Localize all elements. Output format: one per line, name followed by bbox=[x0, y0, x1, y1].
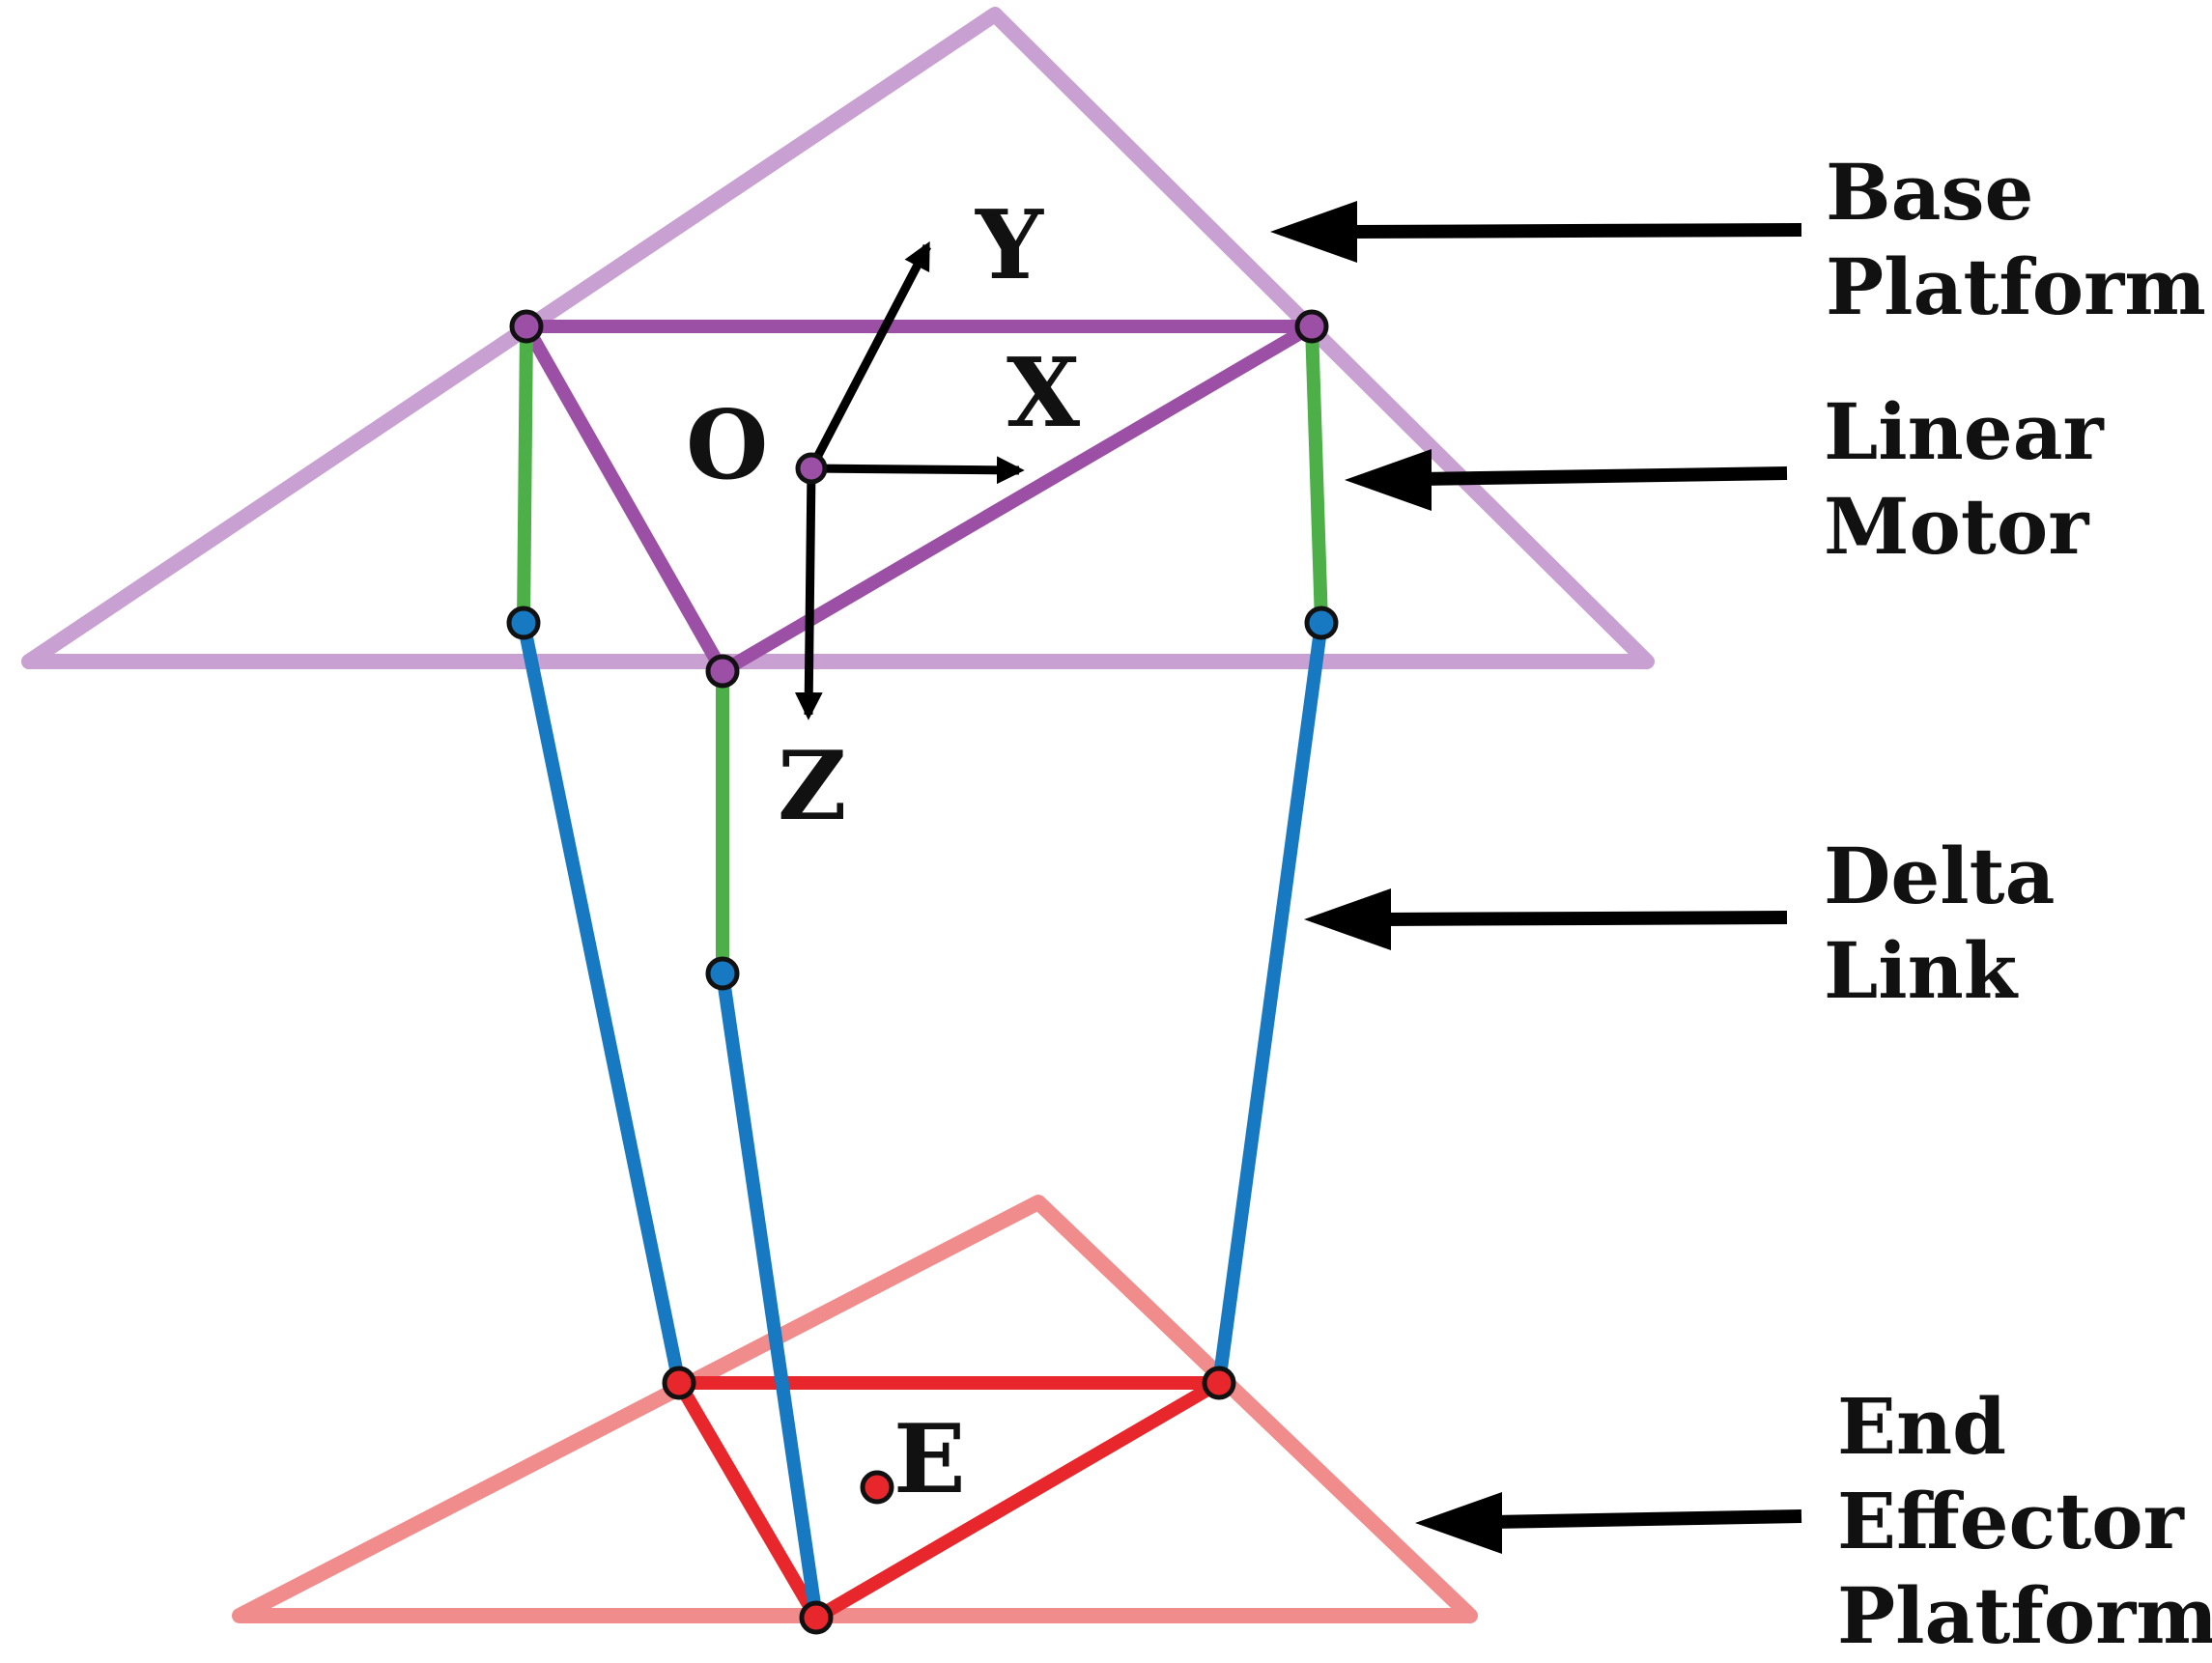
motor-joint-left bbox=[506, 606, 541, 640]
base-joint-right bbox=[1294, 309, 1329, 344]
end-effector-inner-triangle bbox=[672, 1376, 1226, 1624]
z-axis-arrow bbox=[794, 467, 823, 720]
linear-motor-arrow bbox=[1419, 466, 1788, 486]
linear-motor-callout-line-1: Linear bbox=[1824, 386, 2104, 477]
delta-link-left bbox=[517, 621, 686, 1385]
axis-label-y: Y bbox=[976, 190, 1043, 301]
delta-link-callout-line-2: Link bbox=[1824, 925, 2018, 1016]
end-effector-platform-callout: End Effector Platform bbox=[1837, 1379, 2212, 1663]
linear-motor-callout-line-2: Motor bbox=[1824, 481, 2089, 572]
base-platform-outer-triangle bbox=[21, 7, 1655, 669]
delta-link-arrowhead bbox=[1304, 888, 1391, 950]
motor-joint-right bbox=[1304, 606, 1339, 640]
base-joint-left bbox=[509, 309, 544, 344]
delta-link-callout-line-1: Delta bbox=[1824, 831, 2056, 921]
linear-motor-arrowhead bbox=[1345, 449, 1432, 511]
end-effector-platform-callout-line-3: Platform bbox=[1837, 1570, 2212, 1661]
end-joint-left bbox=[662, 1366, 696, 1400]
y-axis-arrow bbox=[808, 240, 931, 471]
end-effector-point bbox=[860, 1470, 894, 1505]
base-platform-inner-triangle bbox=[520, 320, 1319, 678]
end-effector-platform-arrow bbox=[1491, 1509, 1802, 1529]
motor-joint-front bbox=[705, 956, 740, 991]
end-effector-platform-callout-line-2: Effector bbox=[1837, 1476, 2184, 1566]
axis-label-origin: O bbox=[686, 390, 769, 501]
base-platform-callout-line-1: Base bbox=[1826, 147, 2034, 238]
x-axis-arrow bbox=[810, 456, 1025, 485]
delta-link-arrow bbox=[1380, 911, 1788, 926]
delta-link-front bbox=[716, 972, 823, 1620]
base-platform-callout: Base Platform bbox=[1826, 145, 2206, 334]
linear-motor-left bbox=[517, 325, 533, 624]
end-effector-point-label: E bbox=[893, 1404, 966, 1515]
axis-label-z: Z bbox=[778, 731, 847, 842]
end-effector-platform-callout-line-1: End bbox=[1837, 1381, 2007, 1472]
callout-arrows bbox=[1270, 201, 1802, 1554]
linear-motor-right bbox=[1305, 325, 1328, 624]
origin-point bbox=[795, 452, 828, 485]
base-joint-front bbox=[705, 654, 740, 689]
end-joint-front bbox=[799, 1600, 834, 1635]
base-platform-callout-line-2: Platform bbox=[1826, 241, 2206, 332]
base-platform-arrow bbox=[1347, 223, 1802, 239]
end-joint-right bbox=[1202, 1366, 1236, 1400]
delta-link-right bbox=[1212, 622, 1328, 1384]
delta-link-callout: Delta Link bbox=[1824, 829, 2055, 1018]
linear-motor-callout: Linear Motor bbox=[1824, 384, 2104, 574]
end-effector-outer-triangle bbox=[232, 1195, 1478, 1623]
base-platform-arrowhead bbox=[1270, 201, 1357, 263]
end-effector-platform-arrowhead bbox=[1415, 1492, 1502, 1554]
axis-label-x: X bbox=[1007, 338, 1081, 449]
